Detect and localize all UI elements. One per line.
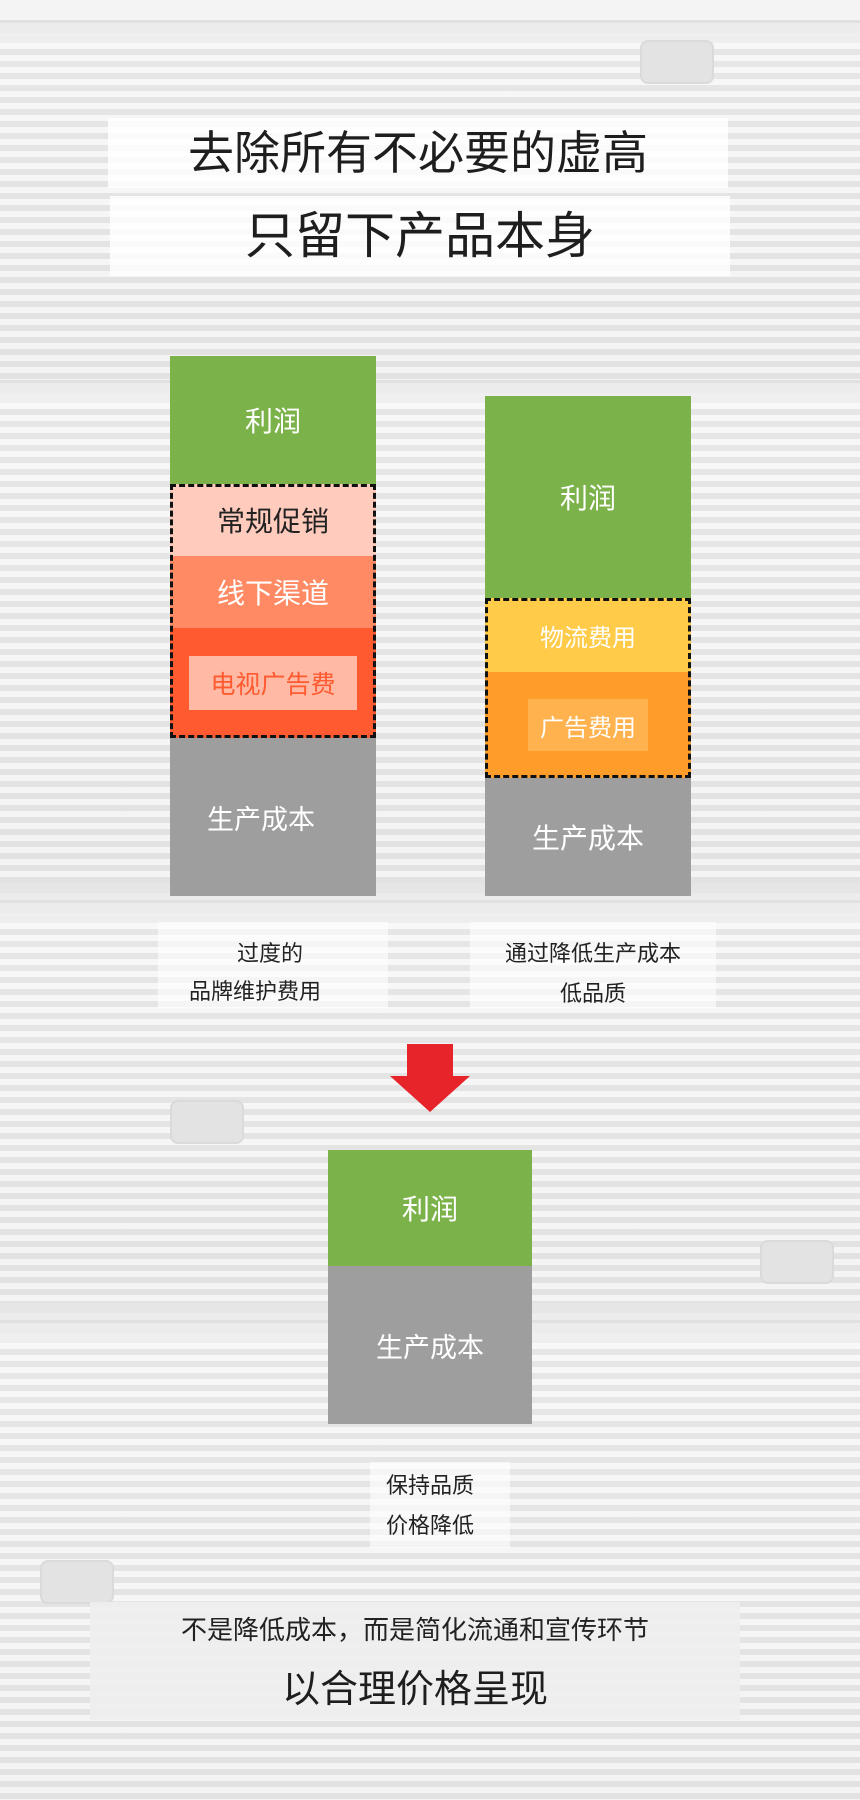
result-profit-segment: 利润: [328, 1150, 532, 1266]
right-logistics-segment: 物流费用: [485, 598, 691, 672]
left-tv-ad-label: 电视广告费: [210, 670, 336, 699]
left-promo-segment: 常规促销: [170, 484, 376, 556]
result-caption-panel: [370, 1462, 510, 1548]
left-offline-label: 线下渠道: [216, 577, 329, 610]
right-profit-label: 利润: [559, 482, 616, 515]
left-caption-panel: [158, 922, 388, 1008]
left-production-label: 生产成本: [207, 804, 315, 836]
right-caption-panel: [470, 922, 716, 1008]
left-offline-segment: 线下渠道: [170, 556, 376, 628]
right-caption-line2: 低品质: [559, 982, 626, 1007]
right-profit-segment: 利润: [485, 396, 691, 598]
headline-line1-panel: 去除所有不必要的虚高: [108, 118, 728, 188]
left-tv-ad-box: 电视广告费: [189, 656, 357, 710]
left-promo-label: 常规促销: [216, 505, 329, 538]
result-production-segment: 生产成本: [328, 1266, 532, 1424]
headline-line1: 去除所有不必要的虚高: [188, 126, 648, 180]
right-overhead-dashed-outline: [485, 598, 691, 778]
left-tv-ad-segment: 电视广告费: [170, 628, 376, 738]
headline-line2-panel: 只留下产品本身: [110, 196, 730, 276]
left-caption-line2: 品牌维护费用: [188, 980, 321, 1005]
result-caption-line1: 保持品质: [385, 1474, 474, 1499]
left-overhead-dashed-outline: [170, 484, 376, 738]
right-production-label: 生产成本: [531, 822, 644, 855]
left-caption-line1: 过度的: [236, 942, 303, 967]
right-production-segment: 生产成本: [485, 778, 691, 896]
footer-panel: [90, 1602, 740, 1720]
result-production-label: 生产成本: [376, 1332, 484, 1364]
result-caption-line2: 价格降低: [385, 1514, 474, 1539]
right-ads-box: 广告费用: [528, 699, 648, 751]
left-profit-segment: 利润: [170, 356, 376, 484]
right-ads-label: 广告费用: [540, 713, 636, 742]
footer-line1: 不是降低成本，而是简化流通和宣传环节: [180, 1616, 649, 1646]
right-ads-segment: 广告费用: [485, 672, 691, 778]
headline-line2: 只留下产品本身: [245, 207, 595, 265]
right-caption-line1: 通过降低生产成本: [504, 942, 681, 967]
left-production-segment: 生产成本: [170, 738, 376, 896]
left-profit-label: 利润: [244, 405, 301, 438]
right-logistics-label: 物流费用: [540, 623, 636, 652]
result-profit-label: 利润: [401, 1193, 458, 1226]
footer-line2: 以合理价格呈现: [281, 1667, 548, 1711]
